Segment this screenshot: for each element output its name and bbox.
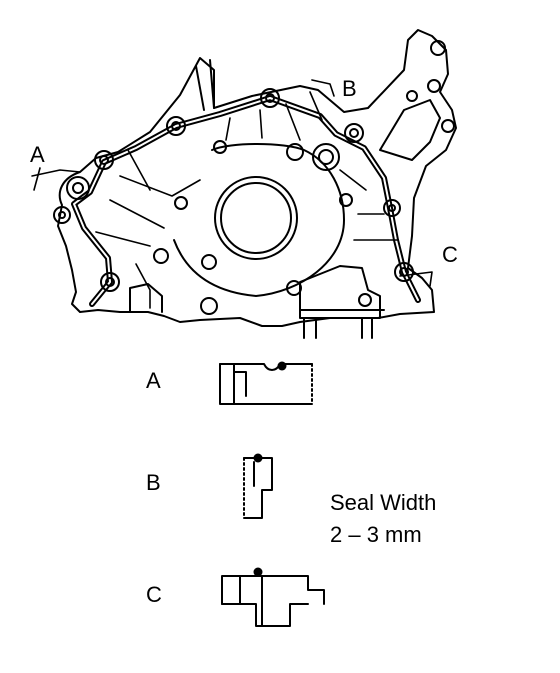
callout-label-a: A (30, 142, 45, 167)
detail-label-c: C (146, 582, 162, 607)
lower-left-foot (129, 283, 163, 313)
upper-bracket-holes (195, 40, 455, 161)
callout-c-leader (399, 271, 433, 287)
housing-holes (153, 140, 372, 315)
callout-label-b: B (342, 76, 357, 101)
callout-b-leader (309, 79, 335, 121)
detail-label-b: B (146, 470, 161, 495)
detail-c-profile (221, 575, 325, 627)
callout-a-leader (31, 167, 81, 191)
internal-ribs (95, 103, 399, 309)
detail-b-profile (243, 457, 273, 519)
detail-a-profile (219, 363, 313, 405)
detail-a-seal-dot (277, 361, 287, 371)
seal-width-value: 2 – 3 mm (330, 522, 422, 547)
central-bore (173, 143, 345, 297)
bolt-bosses (53, 88, 414, 292)
detail-b-seal-dot (253, 453, 263, 463)
mounting-block (299, 265, 385, 339)
seal-bead-inner (73, 97, 419, 305)
detail-c-seal-dot (253, 567, 263, 577)
seal-width-title: Seal Width (330, 490, 436, 515)
detail-label-a: A (146, 368, 161, 393)
seal-bead-line (71, 95, 421, 307)
callout-label-c: C (442, 242, 458, 267)
